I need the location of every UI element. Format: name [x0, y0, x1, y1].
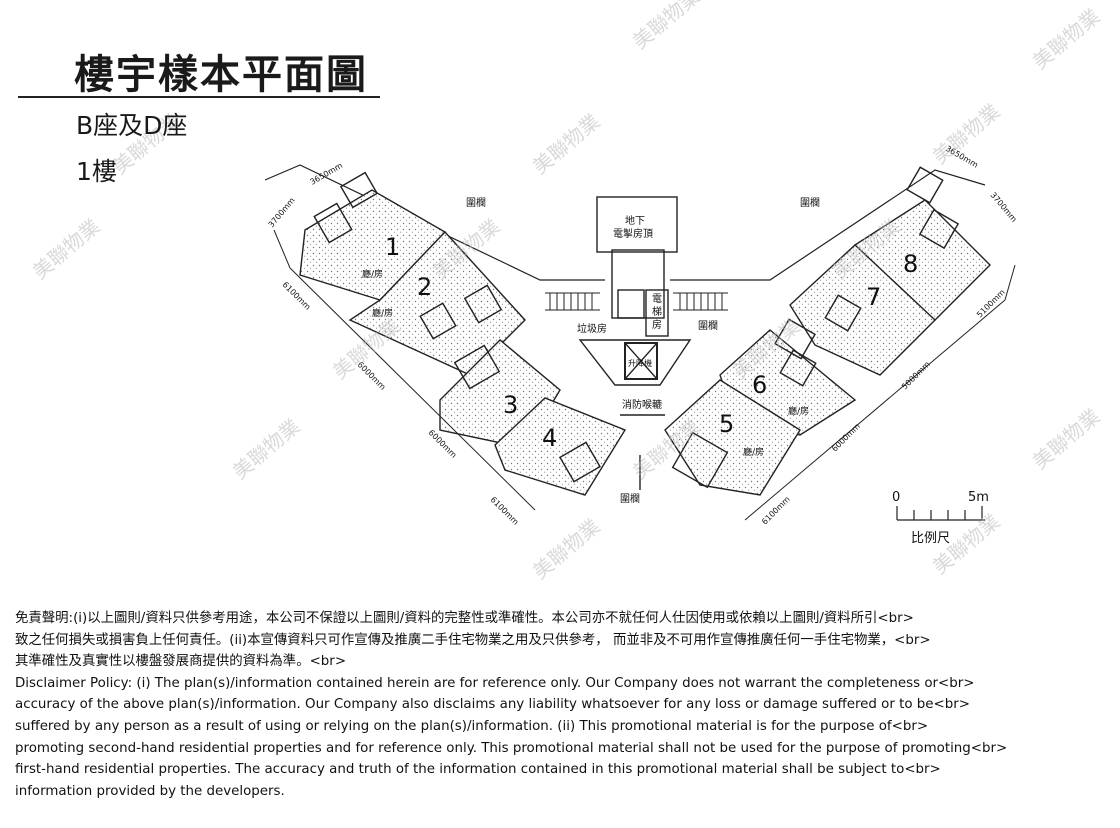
disclaimer-line: information provided by the developers.: [15, 783, 285, 799]
flat-number-1: 1: [385, 233, 400, 261]
floor-plan-image: 1 2 3 4 5 6 7 8 廳/房 廳/房 廳/房 廳/房 地下 電掣房頂 …: [18, 0, 1105, 584]
svg-text:電掣房頂: 電掣房頂: [613, 227, 653, 240]
plan-label: 廳/房: [743, 446, 764, 458]
disclaimer-line: suffered by any person as a result of us…: [15, 718, 929, 734]
plan-label: 廳/房: [362, 268, 383, 280]
room-labels: 廳/房 廳/房 廳/房 廳/房: [362, 268, 809, 458]
scale-start: 0: [892, 490, 900, 505]
label-railing-1: 圍欄: [466, 196, 486, 209]
plan-label: 美聯物業: [528, 514, 605, 584]
label-fire-stair: 消防喉轆: [622, 398, 662, 411]
central-core: [545, 196, 728, 490]
facility-labels: 地下 電掣房頂 垃圾房 電 梯 房 升降機 消防喉轆 圍欄 圍欄 圍欄 圍欄: [466, 196, 820, 505]
label-lift: 電: [652, 293, 662, 305]
block-label: B座及D座: [76, 111, 188, 140]
flat-number-5: 5: [719, 410, 734, 438]
plan-label: 3700mm: [267, 196, 297, 229]
disclaimer-line: accuracy of the above plan(s)/informatio…: [15, 697, 970, 713]
plan-label: 5000mm: [900, 359, 932, 391]
scale-end: 5m: [968, 490, 989, 505]
flat-number-2: 2: [417, 273, 432, 301]
scale-label: 比例尺: [911, 531, 950, 546]
plan-label: 美聯物業: [1028, 4, 1105, 74]
plan-label: 美聯物業: [228, 414, 305, 484]
plan-label: 6000mm: [830, 421, 862, 453]
plan-label: 美聯物業: [528, 109, 605, 179]
floor-plan-drawing: 1 2 3 4 5 6 7 8 廳/房 廳/房 廳/房 廳/房 地下 電掣房頂 …: [28, 0, 1105, 584]
label-railing-2: 圍欄: [800, 196, 820, 209]
plan-label: 5100mm: [975, 287, 1007, 319]
svg-text:梯: 梯: [652, 305, 662, 318]
plan-title: 樓宇樣本平面圖: [74, 52, 368, 98]
floor-label: 1樓: [76, 157, 117, 186]
flat-numbers: 1 2 3 4 5 6 7 8: [385, 233, 918, 452]
disclaimer-line: 其準確性及真實性以樓盤發展商提供的資料為準。<br>: [15, 654, 347, 670]
label-lift-shaft: 升降機: [628, 358, 652, 368]
disclaimer-line: Disclaimer Policy: (i) The plan(s)/infor…: [15, 675, 975, 691]
label-railing-4: 圍欄: [620, 492, 640, 505]
right-wing: [664, 166, 1016, 521]
label-railing-3: 圍欄: [698, 319, 718, 332]
svg-text:房: 房: [652, 318, 662, 331]
plan-label: 6100mm: [489, 495, 521, 527]
disclaimer-line: promoting second-hand residential proper…: [15, 740, 1008, 756]
plan-label: 美聯物業: [28, 214, 105, 284]
flat-number-7: 7: [866, 283, 881, 311]
flat-number-4: 4: [542, 424, 557, 452]
plan-label: 3650mm: [309, 161, 345, 187]
plan-label: 廳/房: [372, 307, 393, 319]
scale-bar: [896, 506, 985, 521]
title-underline: [18, 96, 380, 98]
flat-number-3: 3: [503, 391, 518, 419]
label-refuse: 垃圾房: [577, 322, 607, 335]
disclaimer-line: 致之任何損失或損害負上任何責任。(ii)本宣傳資料只可作宣傳及推廣二手住宅物業之…: [15, 632, 931, 648]
plan-label: 3700mm: [988, 191, 1018, 224]
flat-number-6: 6: [752, 371, 767, 399]
plan-label: 美聯物業: [628, 0, 705, 54]
label-roof: 地下: [625, 214, 645, 227]
disclaimer: 免責聲明:(i)以上圖則/資料只供參考用途，本公司不保證以上圖則/資料的完整性或…: [15, 608, 1115, 802]
plan-label: 美聯物業: [1028, 404, 1105, 474]
plan-label: 廳/房: [788, 405, 809, 417]
left-wing: [264, 164, 627, 511]
flat-7-outline: [789, 244, 937, 376]
flat-5-outline: [664, 379, 801, 496]
disclaimer-line: 免責聲明:(i)以上圖則/資料只供參考用途，本公司不保證以上圖則/資料的完整性或…: [15, 611, 914, 626]
plan-label: 6100mm: [760, 494, 792, 526]
flat-number-8: 8: [903, 250, 918, 278]
disclaimer-line: first-hand residential properties. The a…: [15, 762, 941, 778]
